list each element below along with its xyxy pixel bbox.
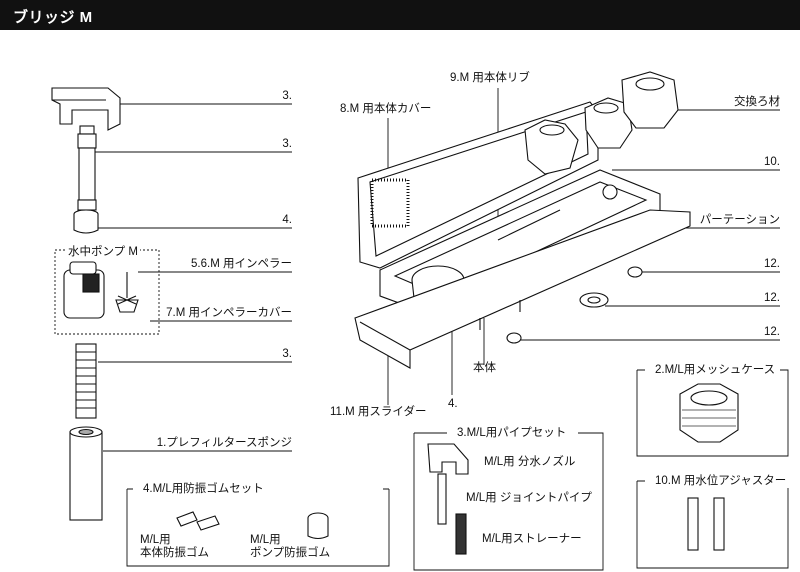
rubber-box-item-b: M/L用 ポンプ防振ゴム xyxy=(250,534,331,559)
page-header: ブリッジ M xyxy=(0,0,800,30)
pipe-box-item-b: M/L用 ジョイントパイプ xyxy=(466,492,592,504)
label-media: 交換ろ材 xyxy=(734,96,780,108)
sponge-part xyxy=(69,426,103,521)
rubber-set-art xyxy=(176,511,329,540)
label-pipe: 3. xyxy=(282,138,292,150)
feet-parts xyxy=(506,266,643,344)
label-slider: 11.M 用スライダー xyxy=(330,406,427,418)
label-impeller-cover: 7.M 用インペラーカバー xyxy=(166,307,292,319)
joint-pipe-part xyxy=(77,125,97,211)
label-partition: パーテーション xyxy=(699,214,780,226)
pipe-set-art xyxy=(427,443,469,555)
nozzle-part xyxy=(51,87,121,131)
pipe-box-item-a: M/L用 分水ノズル xyxy=(484,456,576,468)
mesh-box-title: 2.M/L用メッシュケース xyxy=(650,364,781,377)
label-sponge: 1.プレフィルタースポンジ xyxy=(156,437,292,449)
mesh-case-art xyxy=(679,383,739,443)
label-foot-2: 12. xyxy=(764,292,780,304)
strainer-part xyxy=(75,343,97,419)
pump-part xyxy=(63,261,105,319)
label-body: 本体 xyxy=(473,362,496,374)
label-pump: 水中ポンプ M xyxy=(66,246,140,259)
label-10: 10. xyxy=(764,156,780,168)
label-cover: 8.M 用本体カバー xyxy=(340,103,432,115)
adjuster-box-title: 10.M 用水位アジャスター xyxy=(650,475,792,488)
label-foot-1: 12. xyxy=(764,258,780,270)
label-rib: 9.M 用本体リブ xyxy=(450,72,530,84)
label-strainer: 3. xyxy=(282,348,292,360)
impeller-part xyxy=(115,272,139,313)
label-foot-3: 12. xyxy=(764,326,780,338)
rubber-box-item-a: M/L用 本体防振ゴム xyxy=(140,534,209,559)
label-impeller: 5.6.M 用インペラー xyxy=(191,258,292,270)
pipe-box-title: 3.M/L用パイプセット xyxy=(452,427,572,440)
label-rubber-2: 4. xyxy=(448,398,458,410)
page-title: ブリッジ M xyxy=(13,9,93,26)
rubber-part xyxy=(73,209,99,234)
replacement-media xyxy=(524,71,679,175)
main-body xyxy=(354,101,691,369)
pipe-box-item-c: M/L用ストレーナー xyxy=(482,533,582,545)
label-rubber: 4. xyxy=(282,214,292,226)
box-borders xyxy=(126,369,789,571)
label-nozzle: 3. xyxy=(282,90,292,102)
adjuster-art xyxy=(687,497,725,551)
rubber-box-title: 4.M/L用防振ゴムセット xyxy=(138,483,269,496)
